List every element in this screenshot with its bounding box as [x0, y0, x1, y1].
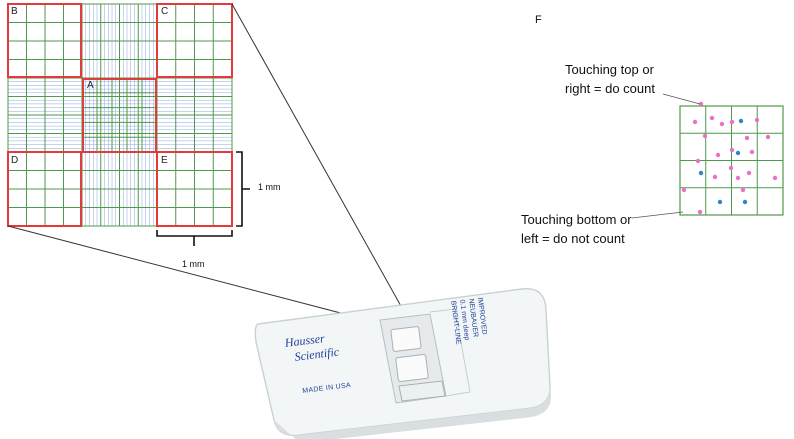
- cell-dot: [715, 152, 721, 158]
- cell-dot: [702, 133, 708, 139]
- cell-dot: [712, 174, 718, 180]
- cell-dot: [746, 170, 752, 176]
- label-b: B: [11, 6, 18, 17]
- cell-dot: [754, 117, 760, 123]
- cell-dot: [738, 118, 744, 124]
- cell-dot: [729, 119, 735, 125]
- cell-dot: [681, 187, 687, 193]
- chamber-block-1: [390, 326, 422, 352]
- note-touching-bottom: Touching bottom or left = do not count: [521, 210, 671, 248]
- note-touching-top: Touching top or right = do count: [565, 60, 705, 98]
- cell-dot: [709, 115, 715, 121]
- cell-dot: [695, 158, 701, 164]
- note-top-line-2: right = do count: [565, 81, 655, 96]
- note-bottom-line-1: Touching bottom or: [521, 212, 632, 227]
- square-b: [7, 3, 82, 78]
- red-squares: [7, 3, 233, 227]
- chamber-base: [398, 380, 446, 402]
- label-c: C: [161, 6, 169, 17]
- cell-dot: [717, 199, 723, 205]
- scale-label-horizontal: 1 mm: [182, 259, 205, 269]
- cell-dot: [765, 134, 771, 140]
- cell-dot: [742, 199, 748, 205]
- cell-dot: [735, 150, 741, 156]
- cell-dot: [719, 121, 725, 127]
- counting-grid: [7, 3, 233, 227]
- panel-f-grid: [679, 101, 784, 216]
- cell-dot: [729, 147, 735, 153]
- scale-bracket-horizontal: [156, 230, 233, 246]
- arrow-top: [662, 93, 701, 105]
- cell-dot: [692, 119, 698, 125]
- note-top-line-1: Touching top or: [565, 62, 654, 77]
- product-label: IMPROVED NEUBAUER 0.1 mm deep BRIGHT-LIN…: [448, 297, 489, 345]
- note-bottom-line-2: left = do not count: [521, 231, 625, 246]
- square-d: [7, 151, 82, 227]
- cell-dot: [728, 165, 734, 171]
- brand-logo: Hausser Scientific: [284, 330, 340, 366]
- label-a: A: [87, 80, 94, 91]
- cell-dot: [749, 149, 755, 155]
- zoom-line-top: [231, 3, 412, 325]
- cell-dot: [744, 135, 750, 141]
- scale-label-vertical: 1 mm: [258, 182, 281, 192]
- hemocytometer-slide: [254, 287, 552, 439]
- cell-dot: [772, 175, 778, 181]
- panel-f-label: F: [535, 14, 542, 26]
- square-c: [156, 3, 233, 78]
- slide-shadow: [274, 386, 552, 439]
- label-d: D: [11, 155, 19, 166]
- square-e: [156, 151, 233, 227]
- cell-dot: [698, 170, 704, 176]
- cell-dot: [740, 187, 746, 193]
- chamber-block-2: [395, 353, 429, 383]
- cell-dot: [698, 101, 704, 107]
- label-e: E: [161, 155, 168, 166]
- square-a: [82, 78, 157, 153]
- arrow-bottom: [631, 211, 684, 219]
- zoom-line-bottom: [7, 225, 399, 329]
- cell-dot: [735, 175, 741, 181]
- cell-dot: [697, 209, 703, 215]
- scale-bracket-vertical: [236, 151, 250, 227]
- cover-edge: [429, 308, 471, 397]
